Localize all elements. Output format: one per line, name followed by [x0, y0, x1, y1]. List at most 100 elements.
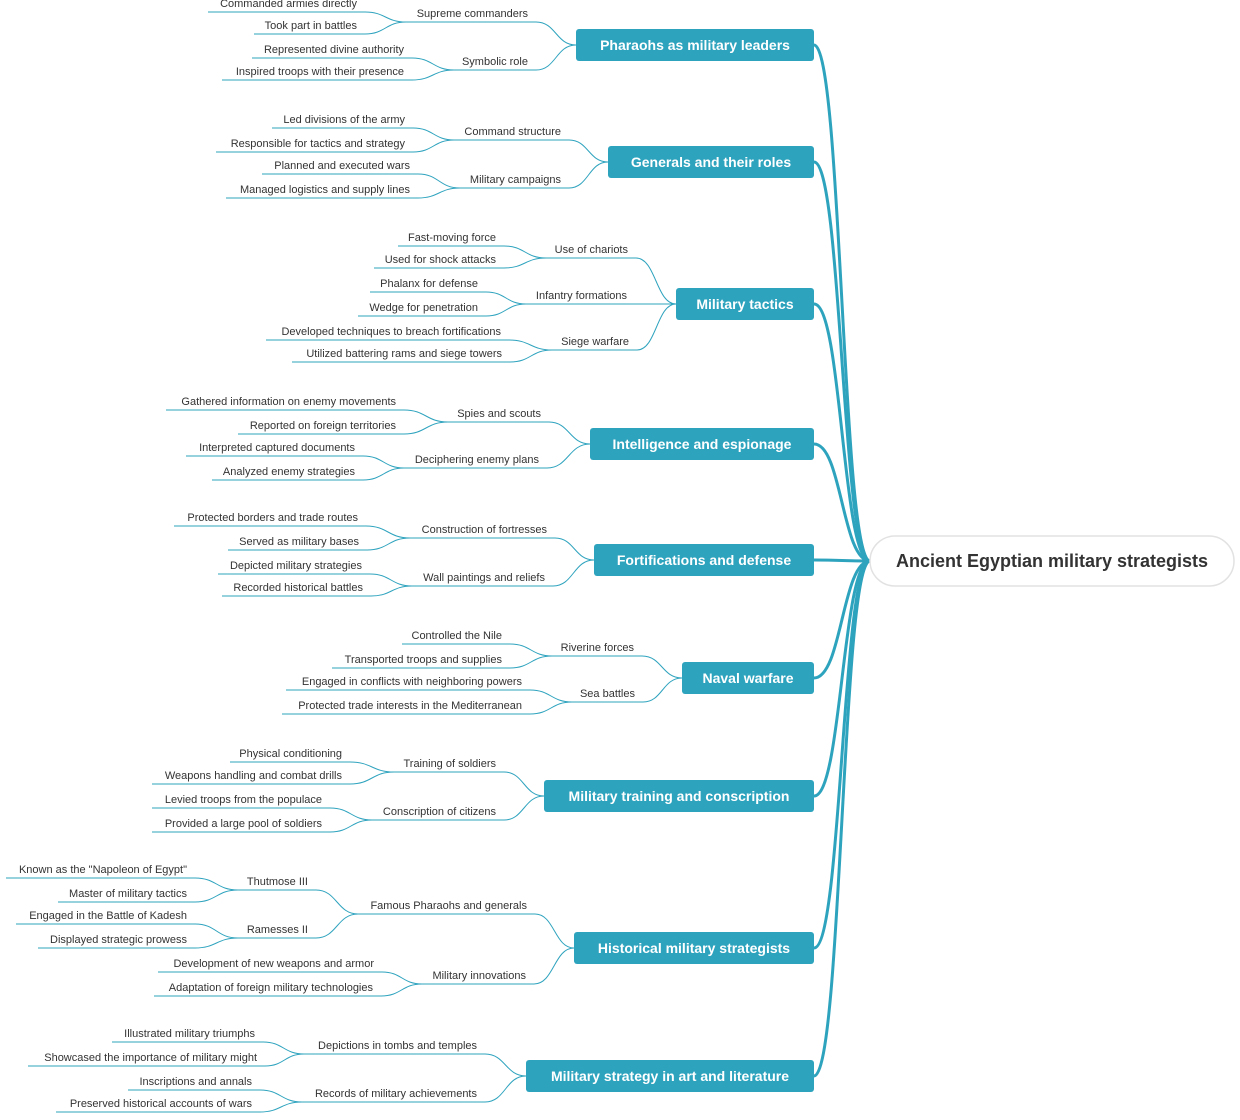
branch-label: Generals and their roles — [631, 154, 791, 170]
connector-line — [813, 160, 871, 563]
topic-weapons-handling-and-combat-drills[interactable]: Weapons handling and combat drills — [152, 770, 350, 785]
topic-gathered-information-on-enemy-movements[interactable]: Gathered information on enemy movements — [166, 396, 404, 411]
topic-adaptation-of-foreign-military-technologies[interactable]: Adaptation of foreign military technolog… — [154, 982, 381, 997]
topic-commanded-armies-directly[interactable]: Commanded armies directly — [208, 0, 365, 13]
topic-interpreted-captured-documents[interactable]: Interpreted captured documents — [186, 442, 363, 457]
topic-developed-techniques-to-breach-fortifications[interactable]: Developed techniques to breach fortifica… — [266, 326, 509, 341]
connector-line — [485, 291, 527, 305]
topic-spies-and-scouts[interactable]: Spies and scouts — [448, 408, 549, 423]
connector-lines — [194, 11, 872, 1113]
connector-line — [509, 643, 553, 657]
topic-records-of-military-achievements[interactable]: Records of military achievements — [302, 1088, 485, 1103]
topic-displayed-strategic-prowess[interactable]: Displayed strategic prowess — [38, 934, 195, 949]
topic-label: Gathered information on enemy movements — [181, 396, 396, 408]
topic-used-for-shock-attacks[interactable]: Used for shock attacks — [374, 254, 504, 269]
topic-recorded-historical-battles[interactable]: Recorded historical battles — [222, 582, 371, 597]
topic-inspired-troops-with-their-presence[interactable]: Inspired troops with their presence — [222, 66, 412, 81]
topic-illustrated-military-triumphs[interactable]: Illustrated military triumphs — [112, 1028, 263, 1043]
root-node[interactable]: Ancient Egyptian military strategists — [869, 535, 1235, 587]
branch-military-tactics[interactable]: Military tactics — [676, 288, 814, 320]
topic-label: Showcased the importance of military mig… — [44, 1052, 257, 1064]
topic-conscription-of-citizens[interactable]: Conscription of citizens — [372, 806, 504, 821]
topic-phalanx-for-defense[interactable]: Phalanx for defense — [370, 278, 486, 293]
branch-fortifications-and-defense[interactable]: Fortifications and defense — [594, 544, 814, 576]
branch-military-training-and-conscription[interactable]: Military training and conscription — [544, 780, 814, 812]
topic-depictions-in-tombs-and-temples[interactable]: Depictions in tombs and temples — [304, 1040, 485, 1055]
branch-historical-military-strategists[interactable]: Historical military strategists — [574, 932, 814, 964]
topic-managed-logistics-and-supply-lines[interactable]: Managed logistics and supply lines — [226, 184, 418, 199]
topic-known-as-the-napoleon-of-egypt[interactable]: Known as the "Napoleon of Egypt" — [6, 864, 195, 879]
topic-military-innovations[interactable]: Military innovations — [422, 970, 534, 985]
topic-sea-battles[interactable]: Sea battles — [572, 688, 643, 703]
topic-wedge-for-penetration[interactable]: Wedge for penetration — [358, 302, 486, 317]
topic-depicted-military-strategies[interactable]: Depicted military strategies — [218, 560, 370, 575]
branch-naval-warfare[interactable]: Naval warfare — [682, 662, 814, 694]
topic-preserved-historical-accounts-of-wars[interactable]: Preserved historical accounts of wars — [56, 1098, 260, 1113]
topic-label: Supreme commanders — [417, 8, 529, 20]
topic-supreme-commanders[interactable]: Supreme commanders — [406, 8, 536, 23]
topic-controlled-the-nile[interactable]: Controlled the Nile — [402, 630, 510, 645]
topic-utilized-battering-rams-and-siege-towers[interactable]: Utilized battering rams and siege towers — [292, 348, 510, 363]
topic-siege-warfare[interactable]: Siege warfare — [552, 336, 637, 351]
connector-line — [380, 983, 423, 997]
topic-label: Provided a large pool of soldiers — [165, 818, 323, 830]
topic-served-as-military-bases[interactable]: Served as military bases — [228, 536, 367, 551]
topic-showcased-the-importance-of-military-might[interactable]: Showcased the importance of military mig… — [28, 1052, 265, 1067]
topic-command-structure[interactable]: Command structure — [454, 126, 569, 141]
topic-led-divisions-of-the-army[interactable]: Led divisions of the army — [272, 114, 413, 129]
topic-protected-borders-and-trade-routes[interactable]: Protected borders and trade routes — [174, 512, 366, 527]
topic-riverine-forces[interactable]: Riverine forces — [552, 642, 642, 657]
topic-transported-troops-and-supplies[interactable]: Transported troops and supplies — [332, 654, 510, 669]
topic-inscriptions-and-annals[interactable]: Inscriptions and annals — [128, 1076, 260, 1091]
connector-line — [366, 537, 411, 551]
topic-infantry-formations[interactable]: Infantry formations — [526, 290, 635, 305]
topic-thutmose-iii[interactable]: Thutmose III — [238, 876, 316, 891]
topic-reported-on-foreign-territories[interactable]: Reported on foreign territories — [238, 420, 404, 435]
topic-engaged-in-the-battle-of-kadesh[interactable]: Engaged in the Battle of Kadesh — [16, 910, 195, 925]
topic-responsible-for-tactics-and-strategy[interactable]: Responsible for tactics and strategy — [216, 138, 413, 153]
topic-master-of-military-tactics[interactable]: Master of military tactics — [58, 888, 195, 903]
branch-box — [544, 780, 814, 812]
topic-physical-conditioning[interactable]: Physical conditioning — [230, 748, 350, 763]
root-label: Ancient Egyptian military strategists — [896, 551, 1208, 571]
topic-famous-pharaohs-and-generals[interactable]: Famous Pharaohs and generals — [358, 900, 535, 915]
connector-line — [329, 819, 373, 833]
topic-planned-and-executed-wars[interactable]: Planned and executed wars — [262, 160, 418, 175]
connector-line — [194, 877, 239, 891]
topic-label: Fast-moving force — [408, 232, 496, 244]
connector-line — [262, 1041, 305, 1055]
topic-label: Military campaigns — [470, 174, 562, 186]
branch-label: Pharaohs as military leaders — [600, 37, 790, 53]
topic-fast-moving-force[interactable]: Fast-moving force — [398, 232, 504, 247]
topic-label: Planned and executed wars — [274, 160, 410, 172]
topic-use-of-chariots[interactable]: Use of chariots — [546, 244, 636, 259]
topic-development-of-new-weapons-and-armor[interactable]: Development of new weapons and armor — [158, 958, 382, 973]
connector-line — [641, 655, 683, 679]
topic-label: Master of military tactics — [69, 888, 187, 900]
branch-label: Fortifications and defense — [617, 552, 791, 568]
topic-symbolic-role[interactable]: Symbolic role — [454, 56, 536, 71]
topic-construction-of-fortresses[interactable]: Construction of fortresses — [410, 524, 555, 539]
topic-wall-paintings-and-reliefs[interactable]: Wall paintings and reliefs — [412, 572, 553, 587]
topic-provided-a-large-pool-of-soldiers[interactable]: Provided a large pool of soldiers — [152, 818, 330, 833]
connector-line — [546, 443, 591, 469]
topic-analyzed-enemy-strategies[interactable]: Analyzed enemy strategies — [212, 466, 363, 481]
branch-generals-and-their-roles[interactable]: Generals and their roles — [608, 146, 814, 178]
topic-engaged-in-conflicts-with-neighboring-powers[interactable]: Engaged in conflicts with neighboring po… — [286, 676, 530, 691]
topic-took-part-in-battles[interactable]: Took part in battles — [254, 20, 365, 35]
topic-protected-trade-interests-in-the-mediterranean[interactable]: Protected trade interests in the Mediter… — [282, 700, 530, 715]
branch-intelligence-and-espionage[interactable]: Intelligence and espionage — [590, 428, 814, 460]
topic-label: Controlled the Nile — [412, 630, 503, 642]
topic-label: Phalanx for defense — [380, 278, 478, 290]
branch-military-strategy-in-art-and-literature[interactable]: Military strategy in art and literature — [526, 1060, 814, 1092]
topic-levied-troops-from-the-populace[interactable]: Levied troops from the populace — [152, 794, 330, 809]
topic-ramesses-ii[interactable]: Ramesses II — [238, 924, 316, 939]
connector-line — [503, 771, 545, 797]
topic-deciphering-enemy-plans[interactable]: Deciphering enemy plans — [404, 454, 547, 469]
topic-training-of-soldiers[interactable]: Training of soldiers — [394, 758, 504, 773]
branch-pharaohs-as-military-leaders[interactable]: Pharaohs as military leaders — [576, 29, 814, 61]
topic-label: Managed logistics and supply lines — [240, 184, 410, 196]
branch-box — [574, 932, 814, 964]
topic-represented-divine-authority[interactable]: Represented divine authority — [252, 44, 412, 59]
topic-military-campaigns[interactable]: Military campaigns — [460, 174, 569, 189]
